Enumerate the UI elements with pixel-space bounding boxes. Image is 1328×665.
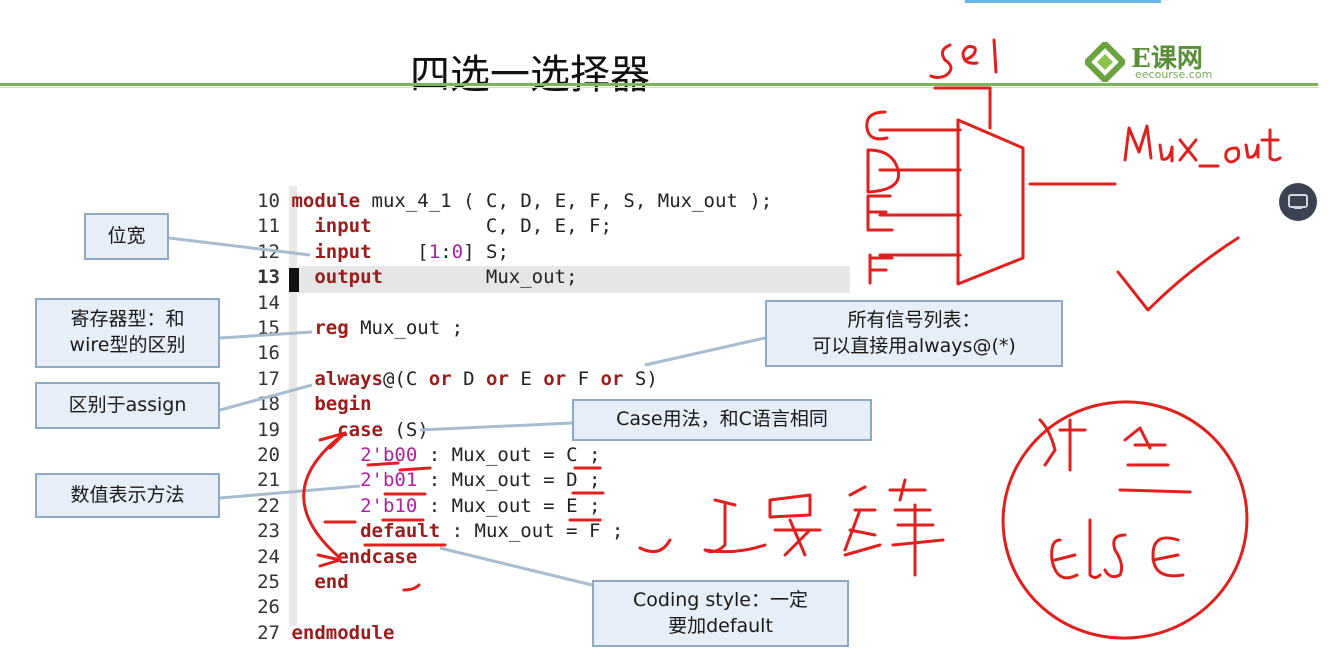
code-text: input [1:0] S; bbox=[314, 240, 509, 263]
code-line-10: 10 module mux_4_1 ( C, D, E, F, S, Mux_o… bbox=[246, 190, 772, 215]
current-line-highlight bbox=[298, 266, 850, 293]
line-number: 27 bbox=[257, 621, 280, 644]
code-text: case (S) bbox=[337, 418, 429, 441]
code-line-22: 22 2'b10 : Mux_out = E ; bbox=[246, 495, 600, 520]
code-line-27: 27 endmodule bbox=[246, 622, 394, 647]
line-number: 20 bbox=[257, 444, 280, 466]
logo-brand: E课网 bbox=[1131, 44, 1203, 74]
line-number: 15 bbox=[257, 317, 280, 339]
code-text: default : Mux_out = F ; bbox=[360, 520, 624, 543]
code-line-18: 18 begin bbox=[246, 393, 372, 418]
code-text: 2'b01 : Mux_out = D ; bbox=[360, 469, 601, 492]
line-number: 23 bbox=[257, 520, 280, 543]
code-text: end bbox=[314, 571, 349, 593]
line-number: 14 bbox=[257, 291, 280, 314]
code-text: endcase bbox=[337, 545, 418, 568]
code-line-17: 17 always@(C or D or E or F or S) bbox=[246, 368, 658, 393]
code-text: 2'b10 : Mux_out = E ; bbox=[360, 494, 601, 517]
callout-width: 位宽 bbox=[84, 213, 169, 260]
code-text: begin bbox=[314, 393, 372, 416]
code-line-15: 15 reg Mux_out ; bbox=[246, 317, 463, 342]
code-text: module mux_4_1 ( C, D, E, F, S, Mux_out … bbox=[291, 190, 773, 212]
title-divider-shadow bbox=[0, 87, 1318, 88]
code-line-21: 21 2'b01 : Mux_out = D ; bbox=[246, 469, 600, 494]
title-divider bbox=[0, 83, 1318, 86]
screen-icon bbox=[1288, 194, 1308, 209]
callout-reg-type: 寄存器型：和 wire型的区别 bbox=[35, 298, 220, 368]
line-number: 21 bbox=[257, 469, 280, 492]
ecourse-logo: E课网 eecourse.com bbox=[1085, 38, 1245, 82]
code-line-19: 19 case (S) bbox=[246, 419, 429, 444]
line-number: 10 bbox=[257, 190, 280, 212]
callout-numeric: 数值表示方法 bbox=[35, 473, 220, 518]
line-number: 24 bbox=[257, 545, 280, 568]
code-line-14: 14 bbox=[246, 292, 291, 317]
line-number: 19 bbox=[257, 418, 280, 441]
line-number: 12 bbox=[257, 240, 280, 263]
code-line-12: 12 input [1:0] S; bbox=[246, 241, 509, 266]
line-number: 25 bbox=[257, 571, 280, 593]
slide-title: 四选一选择器 bbox=[410, 52, 650, 98]
presentation-side-button[interactable] bbox=[1279, 183, 1317, 221]
code-text: output Mux_out; bbox=[314, 266, 578, 289]
code-line-24: 24 endcase bbox=[246, 546, 417, 571]
code-line-26: 26 bbox=[246, 596, 291, 621]
code-line-25: 25 end bbox=[246, 571, 349, 596]
code-text: reg Mux_out ; bbox=[314, 317, 464, 339]
callout-coding-style: Coding style：一定 要加default bbox=[592, 580, 849, 647]
top-accent-bar bbox=[965, 0, 1161, 3]
line-number: 26 bbox=[257, 596, 280, 619]
code-text: endmodule bbox=[291, 621, 395, 644]
code-text: input C, D, E, F; bbox=[314, 215, 612, 238]
code-line-11: 11 input C, D, E, F; bbox=[246, 215, 612, 240]
code-line-23: 23 default : Mux_out = F ; bbox=[246, 520, 623, 545]
code-line-20: 20 2'b00 : Mux_out = C ; bbox=[246, 444, 600, 469]
line-number: 13 bbox=[257, 266, 280, 289]
code-line-13: 13 output Mux_out; bbox=[246, 266, 577, 291]
line-number: 17 bbox=[257, 367, 280, 390]
line-number: 16 bbox=[257, 342, 280, 365]
text-cursor bbox=[289, 268, 299, 292]
line-number: 18 bbox=[257, 393, 280, 416]
callout-sensitivity: 所有信号列表： 可以直接用always@(*) bbox=[765, 300, 1063, 367]
callout-case-usage: Case用法，和C语言相同 bbox=[572, 399, 872, 441]
code-text: 2'b00 : Mux_out = C ; bbox=[360, 444, 601, 466]
logo-site: eecourse.com bbox=[1135, 68, 1213, 81]
code-line-16: 16 bbox=[246, 342, 291, 367]
line-number: 11 bbox=[257, 215, 280, 238]
code-text: always@(C or D or E or F or S) bbox=[314, 367, 658, 390]
callout-assign: 区别于assign bbox=[35, 382, 220, 429]
logo-diamond-icon bbox=[1085, 42, 1125, 82]
line-number: 22 bbox=[257, 494, 280, 517]
